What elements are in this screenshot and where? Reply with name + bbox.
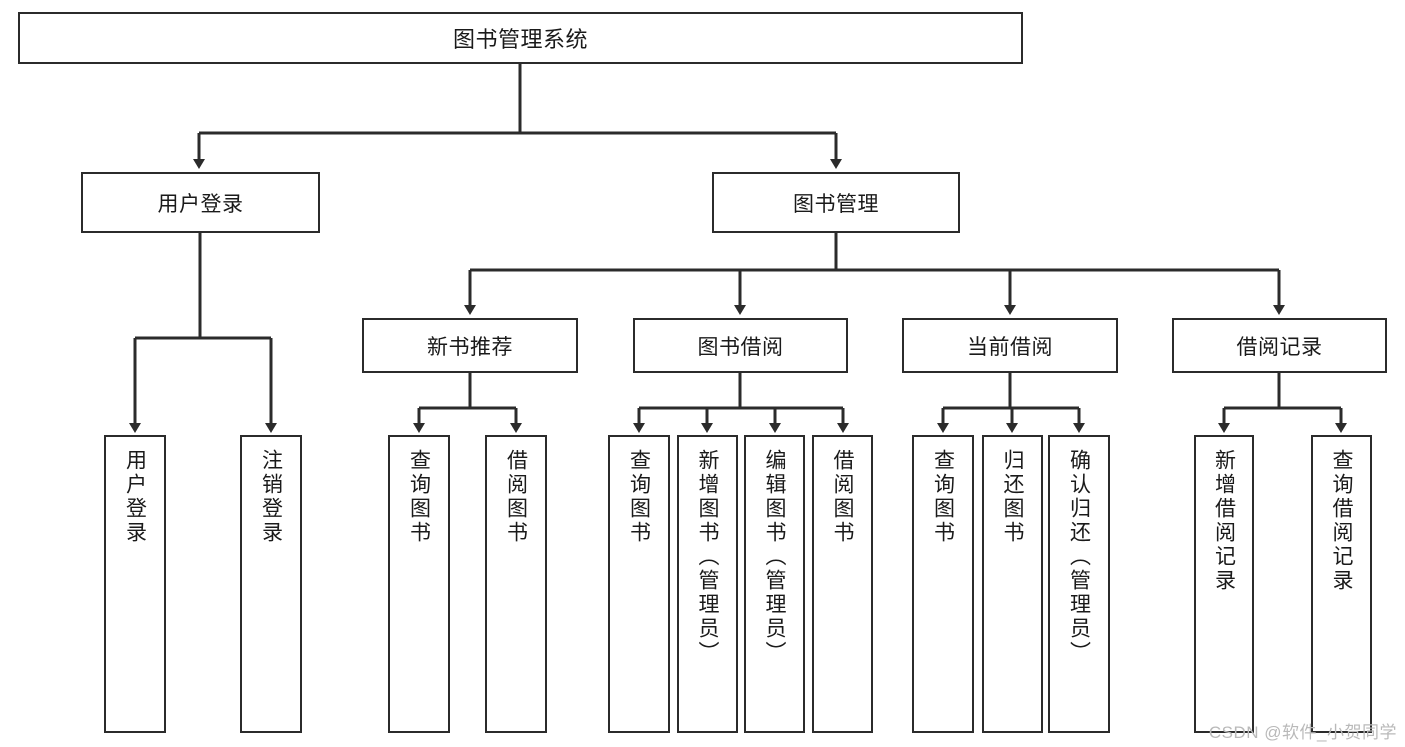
node-label: 当前借阅 — [967, 335, 1053, 359]
node-user-login[interactable]: 用户登录 — [81, 172, 320, 233]
node-label: 注销登录 — [259, 449, 283, 545]
leaf-query-book-current[interactable]: 查询图书 — [912, 435, 974, 733]
edge-group-book-manage — [464, 233, 1285, 315]
node-label: 编辑图书（管理员） — [763, 449, 786, 665]
node-new-book-recommend[interactable]: 新书推荐 — [362, 318, 578, 373]
leaf-edit-book-admin[interactable]: 编辑图书（管理员） — [744, 435, 805, 733]
leaf-user-login[interactable]: 用户登录 — [104, 435, 166, 733]
leaf-borrow-book[interactable]: 借阅图书 — [812, 435, 873, 733]
node-borrow-record[interactable]: 借阅记录 — [1172, 318, 1387, 373]
node-label: 借阅记录 — [1236, 335, 1323, 359]
node-label: 查询图书 — [407, 449, 431, 545]
node-label: 查询图书 — [931, 449, 955, 545]
edge-group-borrow-record — [1218, 373, 1347, 433]
edge-group-new-book-rec — [413, 373, 522, 433]
node-root-system[interactable]: 图书管理系统 — [18, 12, 1023, 64]
leaf-confirm-return-admin[interactable]: 确认归还（管理员） — [1048, 435, 1110, 733]
leaf-borrow-book-recommend[interactable]: 借阅图书 — [485, 435, 547, 733]
node-current-borrow[interactable]: 当前借阅 — [902, 318, 1118, 373]
node-label: 借阅图书 — [831, 449, 854, 545]
leaf-query-book-recommend[interactable]: 查询图书 — [388, 435, 450, 733]
node-label: 新增图书（管理员） — [696, 449, 719, 665]
node-label: 用户登录 — [123, 449, 147, 545]
leaf-add-book-admin[interactable]: 新增图书（管理员） — [677, 435, 738, 733]
node-book-borrow[interactable]: 图书借阅 — [633, 318, 848, 373]
node-label: 新增借阅记录 — [1212, 449, 1236, 593]
leaf-query-borrow-record[interactable]: 查询借阅记录 — [1311, 435, 1372, 733]
leaf-return-book[interactable]: 归还图书 — [982, 435, 1043, 733]
node-book-manage[interactable]: 图书管理 — [712, 172, 960, 233]
leaf-query-book-borrow[interactable]: 查询图书 — [608, 435, 670, 733]
node-label: 查询图书 — [627, 449, 651, 545]
leaf-add-borrow-record[interactable]: 新增借阅记录 — [1194, 435, 1254, 733]
node-label: 归还图书 — [1001, 449, 1024, 545]
edge-group-root — [193, 64, 842, 169]
node-label: 确认归还（管理员） — [1067, 449, 1091, 665]
node-label: 查询借阅记录 — [1330, 449, 1353, 593]
watermark: CSDN @软件_小贺同学 — [1208, 723, 1397, 742]
node-label: 新书推荐 — [427, 335, 513, 359]
node-label: 用户登录 — [157, 192, 244, 216]
node-label: 图书管理 — [793, 192, 879, 216]
edge-group-user-login — [129, 233, 277, 433]
edge-group-book-borrow — [633, 373, 849, 433]
node-label: 图书管理系统 — [452, 27, 588, 52]
node-label: 图书借阅 — [697, 335, 784, 359]
leaf-user-logout[interactable]: 注销登录 — [240, 435, 302, 733]
node-label: 借阅图书 — [504, 449, 528, 545]
edge-group-current-borrow — [937, 373, 1085, 433]
